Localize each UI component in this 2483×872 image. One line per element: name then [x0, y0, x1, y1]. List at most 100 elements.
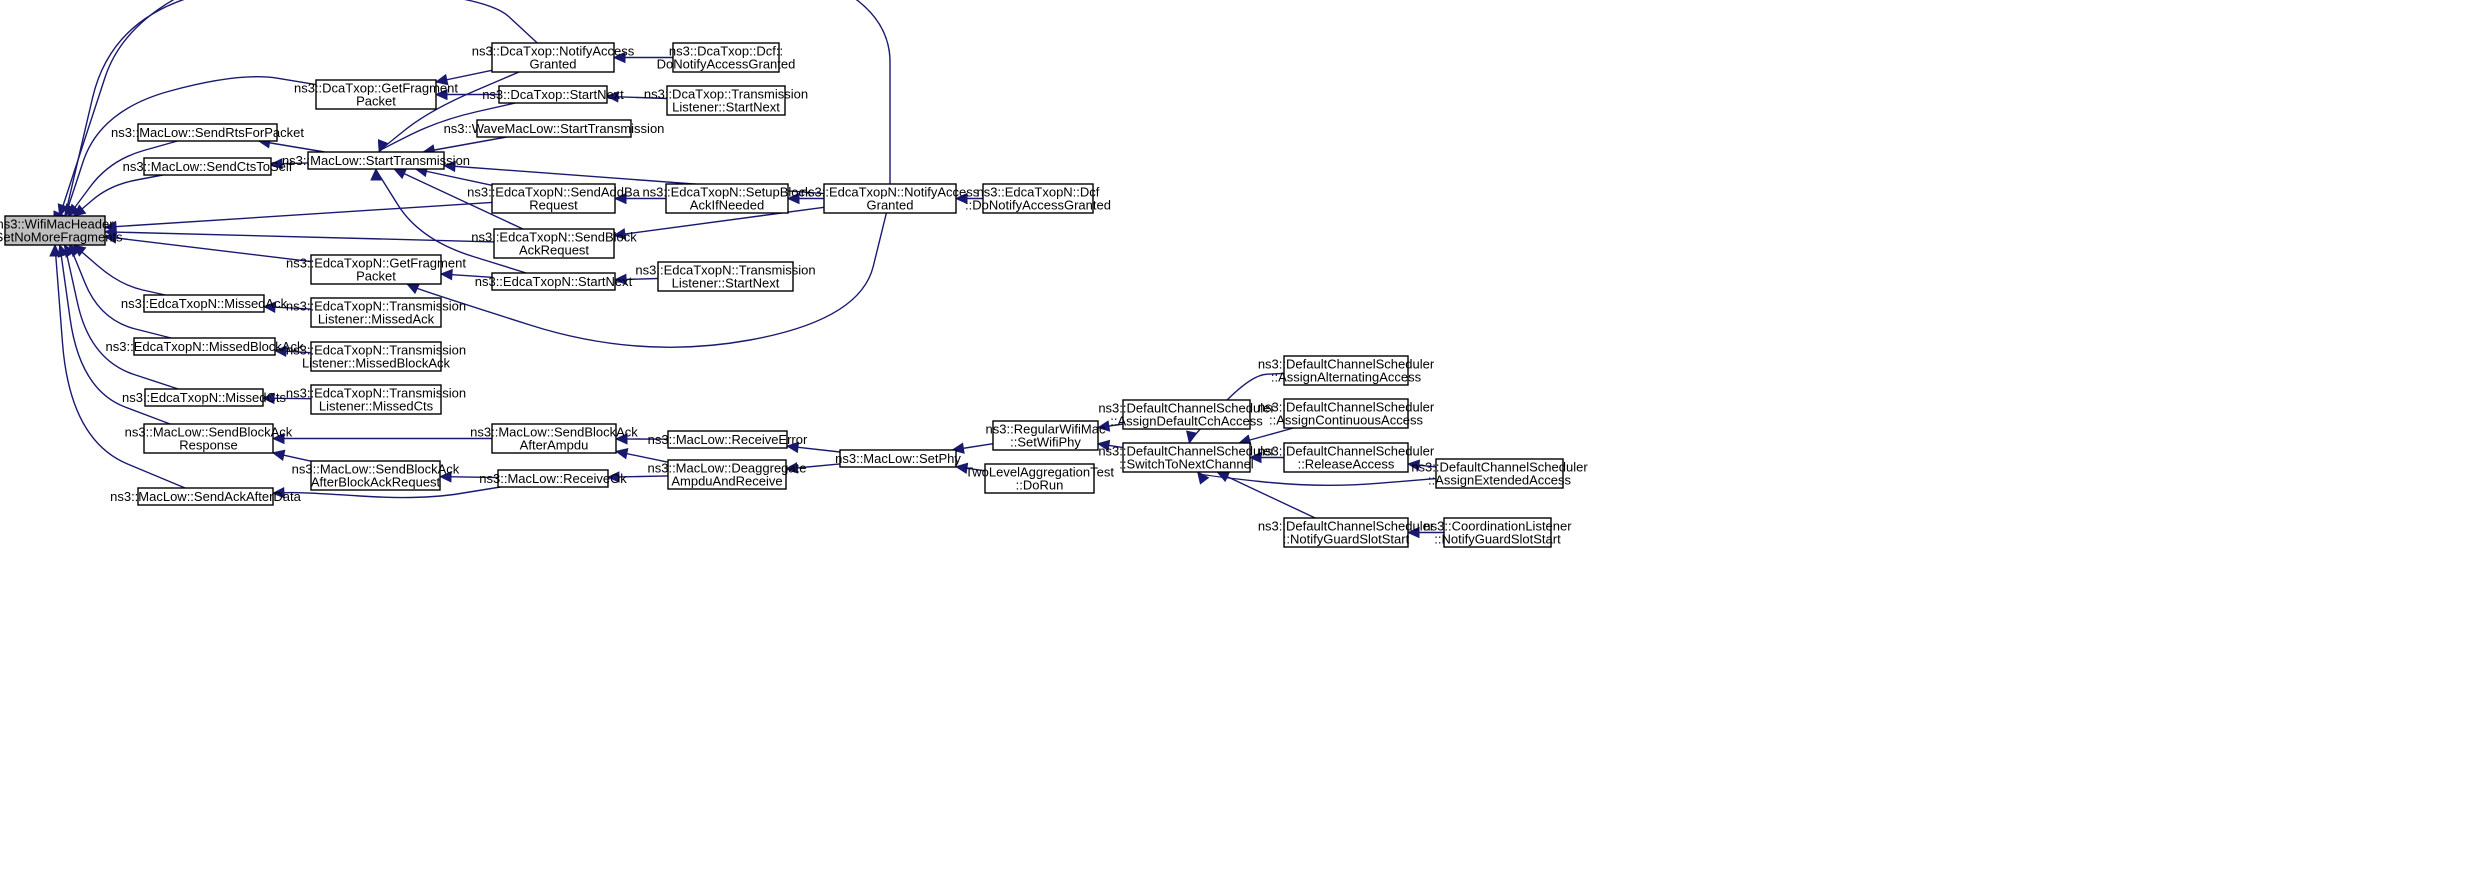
function-node-label: Listener::MissedCts — [319, 399, 434, 414]
function-node-box — [310, 341, 442, 372]
function-node[interactable]: ns3::WaveMacLow::StartTransmission — [444, 119, 665, 138]
function-node[interactable]: ns3::DefaultChannelScheduler::NotifyGuar… — [1258, 517, 1435, 548]
function-node-label: ns3::EdcaTxopN::MissedBlockAck — [106, 339, 304, 354]
call-edge-arrowhead — [271, 432, 285, 445]
function-node[interactable]: TwoLevelAggregationTest::DoRun — [965, 463, 1114, 494]
function-node-box — [144, 388, 264, 407]
call-edge-arrowhead — [439, 268, 453, 281]
function-node-label: ns3::EdcaTxopN::GetFragment — [286, 256, 466, 271]
function-node-label: ns3::WaveMacLow::StartTransmission — [444, 121, 665, 136]
function-node[interactable]: ns3::DefaultChannelScheduler::AssignDefa… — [1098, 399, 1275, 430]
function-node-box — [823, 183, 957, 214]
function-node-label: ns3::MacLow::SetPhy — [835, 451, 961, 466]
call-edge-arrowhead — [393, 168, 408, 180]
function-node[interactable]: ns3::DefaultChannelScheduler::SwitchToNe… — [1098, 442, 1275, 473]
function-node-label: Response — [179, 438, 238, 453]
call-edge-arrowhead — [954, 192, 968, 205]
function-node[interactable]: ns3::DcaTxop::NotifyAccessGranted — [472, 42, 635, 73]
function-node-label: AfterBlockAckRequest — [311, 475, 441, 490]
function-node[interactable]: ns3::EdcaTxopN::TransmissionListener::Mi… — [286, 384, 466, 415]
function-node-box — [984, 463, 1095, 494]
function-node[interactable]: ns3::DefaultChannelScheduler::ReleaseAcc… — [1258, 442, 1435, 473]
function-node[interactable]: ns3::MacLow::StartTransmission — [282, 151, 470, 170]
function-node-box — [982, 183, 1094, 214]
function-node[interactable]: ns3::EdcaTxopN::TransmissionListener::Mi… — [286, 341, 466, 372]
function-node-label: ns3::DefaultChannelScheduler — [1258, 400, 1435, 415]
function-node-box — [1283, 517, 1409, 548]
function-node[interactable]: ns3::DefaultChannelScheduler::AssignCont… — [1258, 398, 1435, 429]
function-node-box — [307, 151, 445, 170]
call-edge — [59, 0, 891, 217]
function-node-label: ns3::WifiMacHeader — [0, 217, 114, 232]
call-edge-arrowhead — [377, 139, 389, 154]
function-node-label: ns3::DcaTxop::Dcf:: — [669, 44, 783, 59]
function-node[interactable]: ns3::MacLow::SendCtsToSelf — [123, 157, 293, 176]
function-node[interactable]: ns3::CoordinationListener::NotifyGuardSl… — [1423, 517, 1572, 548]
function-node-box — [310, 460, 441, 491]
function-node-box — [493, 228, 615, 259]
function-node[interactable]: ns3::MacLow::SendRtsForPacket — [111, 123, 304, 142]
call-edge — [73, 174, 163, 217]
function-node-box — [310, 254, 442, 285]
call-edge — [415, 168, 493, 186]
function-node-label: ns3::DefaultChannelScheduler — [1258, 357, 1435, 372]
function-node[interactable]: ns3::EdcaTxopN::TransmissionListener::Mi… — [286, 297, 466, 328]
function-node-label: ns3::DefaultChannelScheduler — [1098, 444, 1275, 459]
call-edge — [1217, 471, 1316, 519]
function-node-box — [1122, 442, 1251, 473]
call-graph-edges — [49, 0, 1444, 539]
function-node-box — [143, 157, 272, 176]
function-node[interactable]: ns3::EdcaTxopN::MissedAck — [121, 294, 288, 313]
function-node-label: ns3::MacLow::Deaggregate — [648, 461, 807, 476]
call-edge — [104, 201, 493, 228]
function-node[interactable]: ns3::EdcaTxopN::Dcf::DoNotifyAccessGrant… — [965, 183, 1111, 214]
call-edge — [272, 486, 502, 499]
root-function-node: ns3::WifiMacHeader::SetNoMoreFragments — [0, 215, 123, 246]
function-node-box — [666, 85, 786, 116]
function-node[interactable]: ns3::MacLow::SendBlockAckAfterBlockAckRe… — [292, 460, 460, 491]
call-edge-arrowhead — [271, 449, 286, 461]
function-node-label: ns3::EdcaTxopN::SendBlock — [471, 230, 637, 245]
function-node[interactable]: ns3::DcaTxop::Dcf::DoNotifyAccessGranted — [657, 42, 796, 73]
function-node[interactable]: ns3::DefaultChannelScheduler::AssignAlte… — [1258, 355, 1435, 386]
function-node-label: TwoLevelAggregationTest — [965, 465, 1114, 480]
function-node[interactable]: ns3::EdcaTxopN::MissedBlockAck — [106, 337, 304, 356]
function-node-box — [667, 459, 787, 490]
call-edge-arrowhead — [1406, 459, 1421, 471]
call-edge-arrowhead — [1248, 451, 1262, 464]
function-node[interactable]: ns3::RegularWifiMac::SetWifiPhy — [986, 420, 1106, 451]
function-node[interactable]: ns3::EdcaTxopN::TransmissionListener::St… — [635, 261, 816, 292]
function-node-label: ns3::MacLow::ReceiveOk — [479, 471, 627, 486]
function-node[interactable]: ns3::EdcaTxopN::NotifyAccessGranted — [801, 183, 980, 214]
function-node-label: ns3::EdcaTxopN::NotifyAccess — [801, 185, 980, 200]
function-node[interactable]: ns3::MacLow::ReceiveError — [648, 430, 808, 449]
function-node-label: Request — [529, 198, 578, 213]
function-node-label: AckRequest — [519, 243, 589, 258]
function-node-label: ns3::EdcaTxopN::MissedAck — [121, 296, 288, 311]
call-edge — [393, 168, 524, 230]
call-graph-nodes: ns3::WifiMacHeader::SetNoMoreFragmentsns… — [0, 42, 1588, 548]
call-edge-arrowhead — [262, 301, 276, 314]
function-node[interactable]: ns3::EdcaTxopN::StartNext — [475, 272, 633, 291]
function-node-label: ::DoRun — [1016, 478, 1064, 493]
function-node-box — [137, 487, 274, 506]
function-node-label: Packet — [356, 94, 396, 109]
function-node[interactable]: ns3::MacLow::SendAckAfterData — [110, 487, 302, 506]
function-node[interactable]: ns3::EdcaTxopN::MissedCts — [122, 388, 287, 407]
call-edge — [54, 245, 186, 489]
call-edge-arrowhead — [434, 88, 448, 101]
function-node-label: ::AssignContinuousAccess — [1269, 413, 1423, 428]
function-node[interactable]: ns3::DefaultChannelScheduler::AssignExte… — [1411, 458, 1588, 489]
function-node[interactable]: ns3::DcaTxop::TransmissionListener::Star… — [644, 85, 808, 116]
function-node[interactable]: ns3::MacLow::ReceiveOk — [479, 469, 627, 488]
function-node[interactable]: ns3::DcaTxop::StartNext — [482, 85, 624, 104]
function-node[interactable]: ns3::MacLow::SetPhy — [835, 449, 961, 468]
